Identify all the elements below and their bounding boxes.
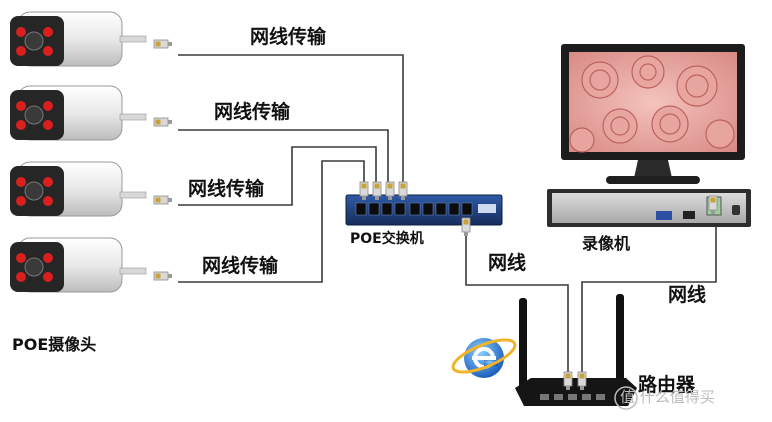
watermark-logo (614, 386, 638, 410)
cable-label-1: 网线传输 (250, 26, 327, 48)
cable-nvr-router (581, 212, 717, 372)
monitor-icon (561, 44, 745, 184)
nvr-router-link-label: 网线 (668, 284, 707, 306)
camera-group-label: POE摄像头 (12, 335, 97, 354)
router-icon (515, 294, 637, 406)
cable-camera-3 (178, 146, 377, 206)
poe-switch-icon (345, 181, 503, 237)
camera-icon (10, 161, 173, 217)
watermark-text: 值 什么值得买 (620, 388, 715, 406)
nvr-label: 录像机 (582, 234, 631, 253)
cable-camera-1 (178, 54, 404, 184)
camera-icon (10, 85, 173, 141)
cable-switch-router (465, 230, 569, 372)
cable-label-4: 网线传输 (202, 255, 279, 277)
cable-camera-2 (178, 129, 389, 184)
switch-label: POE交换机 (350, 231, 424, 247)
camera-icon (10, 11, 173, 67)
camera-icon (10, 237, 173, 293)
internet-explorer-icon (451, 338, 517, 378)
switch-router-link-label: 网线 (488, 252, 527, 274)
cable-label-2: 网线传输 (214, 101, 291, 123)
cable-camera-4 (178, 160, 365, 283)
cable-lines (178, 54, 717, 372)
nvr-icon (547, 189, 751, 227)
router-label: 路由器 (638, 374, 696, 396)
cable-label-3: 网线传输 (188, 178, 265, 200)
